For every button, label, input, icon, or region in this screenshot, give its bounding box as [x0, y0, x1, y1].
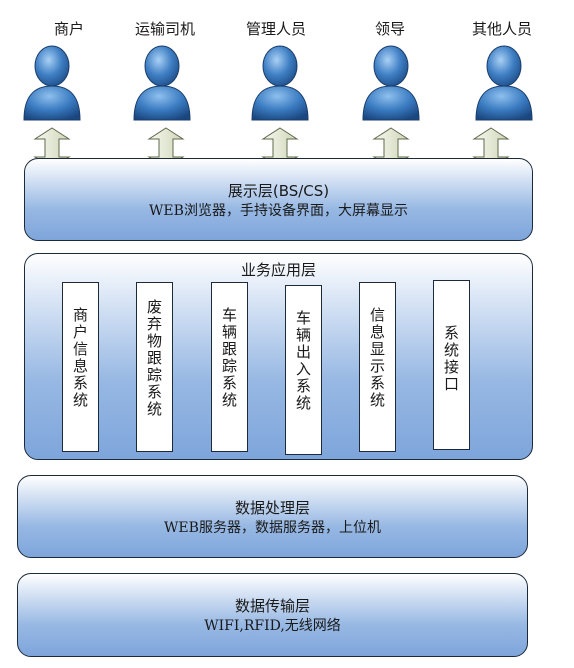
- actor-label: 管理人员: [245, 20, 306, 38]
- presentation-layer-title: 展示层(BS/CS): [227, 182, 330, 200]
- system-label: 商户信息系统: [71, 307, 89, 409]
- data-transmission-layer-subtitle: WIFI,RFID,无线网络: [204, 618, 341, 634]
- user-icon: [362, 45, 420, 121]
- actor-label: 其他人员: [471, 20, 532, 38]
- data-transmission-layer-title: 数据传输层: [234, 597, 310, 615]
- user-icon: [23, 45, 81, 121]
- system-box: 系统接口: [433, 280, 470, 450]
- user-icon: [251, 45, 309, 121]
- system-label: 车辆跟踪系统: [220, 307, 238, 409]
- data-transmission-layer: 数据传输层 WIFI,RFID,无线网络: [17, 573, 528, 657]
- data-processing-layer-title: 数据处理层: [234, 499, 310, 517]
- system-box: 废弃物跟踪系统: [136, 282, 173, 452]
- data-processing-layer-subtitle: WEB服务器，数据服务器，上位机: [164, 520, 381, 536]
- presentation-layer-subtitle: WEB浏览器，手持设备界面，大屏幕显示: [149, 203, 408, 219]
- system-label: 信息显示系统: [368, 307, 386, 409]
- system-box: 商户信息系统: [62, 282, 99, 452]
- presentation-layer: 展示层(BS/CS) WEB浏览器，手持设备界面，大屏幕显示: [24, 158, 533, 241]
- data-processing-layer: 数据处理层 WEB服务器，数据服务器，上位机: [17, 475, 528, 558]
- user-icon: [475, 45, 533, 121]
- system-label: 车辆出入系统: [294, 310, 312, 412]
- business-layer-title: 业务应用层: [240, 261, 316, 279]
- actor-label: 商户: [53, 20, 84, 38]
- system-box: 信息显示系统: [359, 282, 396, 452]
- system-label: 系统接口: [442, 325, 460, 393]
- actor-label: 运输司机: [134, 20, 195, 38]
- actor-label: 领导: [374, 20, 405, 38]
- user-icon: [133, 45, 191, 121]
- system-box: 车辆跟踪系统: [211, 282, 248, 452]
- system-label: 废弃物跟踪系统: [145, 299, 163, 418]
- system-box: 车辆出入系统: [285, 285, 322, 455]
